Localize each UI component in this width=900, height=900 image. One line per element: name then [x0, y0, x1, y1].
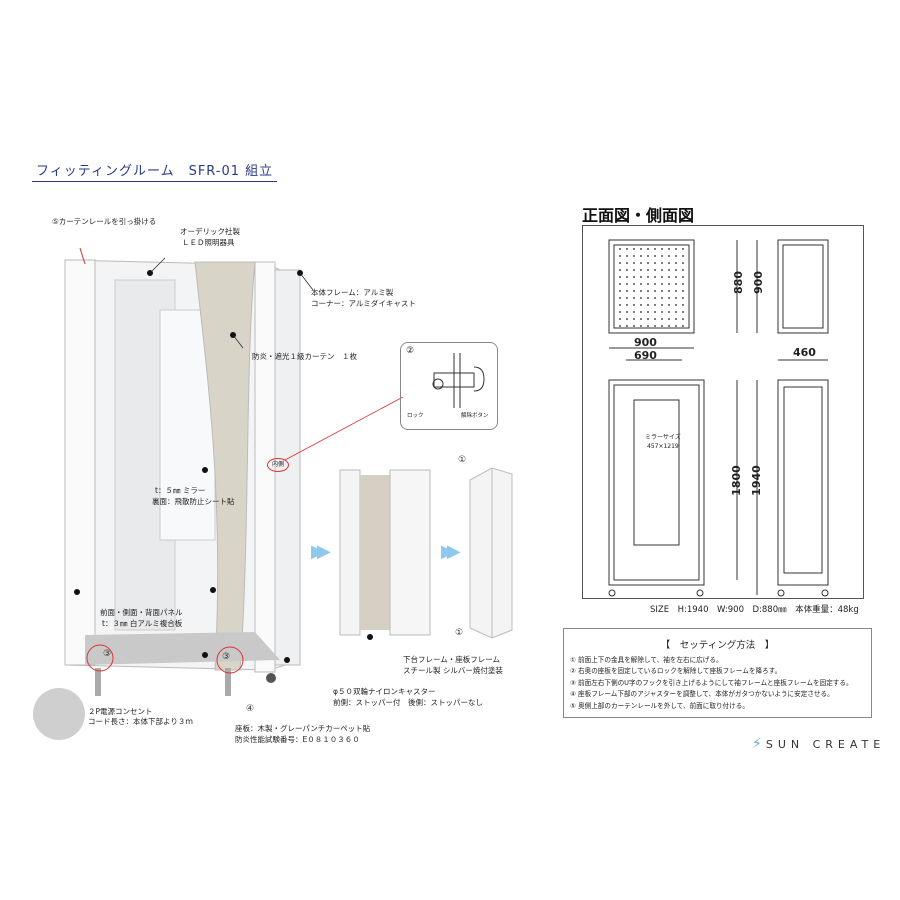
- callout-caster-1: φ５０双輪ナイロンキャスター: [333, 687, 436, 696]
- callout-curtain: 防炎・遮光１級カーテン １枚: [252, 352, 357, 361]
- callout-panel-1: 前面・側面・背面パネル: [100, 608, 183, 617]
- setting-step: ⑤ 奥側上部のカーテンレールを外して、前面に取り付ける。: [570, 701, 749, 710]
- half-folded-photo: [339, 469, 431, 640]
- setting-method-box: 【 セッティング方法 】 ① 前面上下の金具を解除して、袖を左右に広げる。 ② …: [563, 628, 872, 718]
- callout-frame-2: コーナー：アルミダイキャスト: [311, 299, 416, 308]
- leader-line: [285, 396, 404, 461]
- arrow-icon-2: ▶▶: [441, 541, 460, 562]
- setting-step: ④ 座板フレーム下部のアジャスターを調整して、本体がガタつかないように安定させる…: [570, 690, 834, 699]
- callout-caster-2: 前側：ストッパー付 後側：ストッパーなし: [333, 698, 483, 707]
- power-plug-photo: [33, 688, 85, 740]
- brand-name: SUN CREATE: [765, 737, 886, 751]
- mirror-size-label: ミラーサイズ: [645, 434, 681, 441]
- dim-690: 690: [634, 349, 657, 362]
- dim-880: 880: [731, 271, 745, 294]
- callout-seat-1: 座板：木製・グレーパンチカーペット貼: [235, 724, 371, 733]
- size-spec: SIZE H:1940 W:900 D:880㎜ 本体重量：48kg: [650, 605, 859, 615]
- marker-3-right: ③: [222, 652, 231, 662]
- lock-mechanism-icon: [432, 353, 485, 408]
- brand-logo: ⚡ SUN CREATE: [752, 736, 885, 752]
- inner-marker: 内側: [267, 458, 289, 472]
- callout-led-2: ＬＥＤ照明器具: [182, 238, 235, 247]
- callout-base-1: 下台フレーム・座板フレーム: [403, 655, 501, 664]
- dim-1940: 1940: [749, 465, 763, 496]
- drawing-frame: [582, 225, 864, 599]
- folded-photo: [469, 467, 513, 639]
- setting-step: ③ 前面左右下側のU字のフックを引き上げるようにして袖フレームと座板フレームを固…: [570, 678, 853, 687]
- setting-step: ② 右奥の座板を固定しているロックを解除して座板フレームを降ろす。: [570, 667, 782, 676]
- brand-mark-icon: ⚡: [752, 736, 762, 752]
- dim-900-depth: 900: [751, 271, 765, 294]
- setting-step: ① 前面上下の金具を解除して、袖を左右に広げる。: [570, 656, 723, 664]
- lock-detail-number: ②: [406, 346, 415, 356]
- lock-label: ロック: [407, 413, 424, 419]
- release-button-label: 解除ボタン: [461, 413, 489, 419]
- marker-4: ④: [246, 704, 255, 714]
- marker-1-bottom: ①: [455, 628, 464, 638]
- drawing-title: 正面図・側面図: [582, 206, 695, 225]
- callout-frame-1: 本体フレーム：アルミ製: [311, 288, 394, 297]
- callout-led-1: オーデリック社製: [180, 227, 240, 236]
- callout-curtain-rail: ⑤カーテンレールを引っ掛ける: [52, 217, 157, 226]
- callout-outlet-2: コード長さ：本体下部より３ｍ: [88, 717, 193, 726]
- callout-mirror-1: t：５㎜ ミラー: [155, 486, 206, 495]
- callout-seat-2: 防炎性能試験番号：E０８１０３６０: [235, 735, 360, 744]
- page-title: フィッティングルーム SFR-01 組立: [32, 160, 278, 182]
- callout-panel-2: t：３㎜ 白アルミ複合板: [102, 619, 183, 628]
- marker-1-top: ①: [458, 455, 467, 465]
- callout-mirror-2: 裏面：飛散防止シート貼: [152, 497, 235, 506]
- dim-460: 460: [793, 346, 816, 359]
- setting-title: 【 セッティング方法 】: [660, 640, 775, 651]
- dim-1800: 1800: [729, 465, 743, 496]
- fitting-room-photo: [64, 247, 314, 696]
- dim-900-width: 900: [634, 336, 657, 349]
- callout-base-2: スチール製 シルバー焼付塗装: [403, 666, 503, 675]
- mirror-size-value: 457×1219: [647, 443, 679, 450]
- lock-detail-box: ② ロック 解除ボタン: [400, 342, 498, 430]
- technical-drawing: [608, 239, 829, 597]
- marker-3-left: ③: [103, 649, 112, 659]
- callout-outlet-1: ２P電源コンセント: [88, 707, 153, 716]
- arrow-icon-1: ▶▶: [311, 541, 330, 562]
